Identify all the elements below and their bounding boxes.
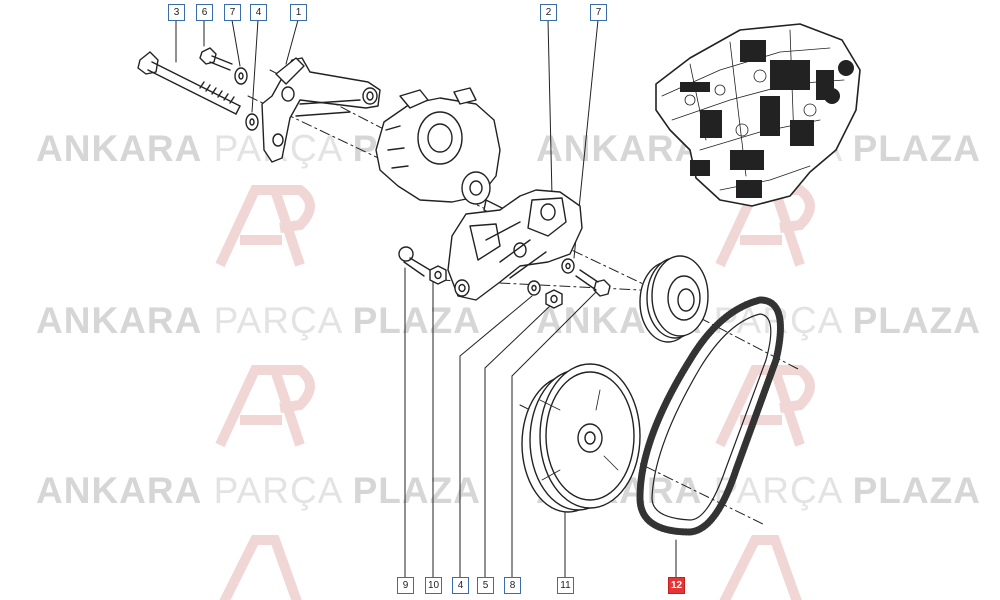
rear-bracket [261, 57, 381, 163]
pump-pulley [639, 255, 709, 343]
bolt-9 [398, 246, 431, 277]
callout-4: 4 [452, 577, 469, 594]
watermark-logo-icon [215, 185, 815, 600]
front-bracket [447, 189, 583, 301]
callout-4: 4 [250, 4, 267, 21]
callout-8: 8 [504, 577, 521, 594]
nut-10 [429, 265, 447, 285]
callout-7: 7 [590, 4, 607, 21]
pump-body [375, 87, 511, 223]
washer-hole [249, 118, 255, 126]
callout-9: 9 [397, 577, 414, 594]
callout-11: 11 [557, 577, 574, 594]
engine-illustration [655, 23, 861, 207]
nut-5 [545, 289, 563, 309]
washer [245, 113, 259, 131]
washer-7 [561, 258, 575, 274]
callout-2: 2 [540, 4, 557, 21]
callout-7: 7 [224, 4, 241, 21]
callout-3: 3 [168, 4, 185, 21]
callout-1: 1 [290, 4, 307, 21]
callout-6: 6 [196, 4, 213, 21]
callout-5: 5 [477, 577, 494, 594]
washer-4 [527, 280, 541, 296]
washer [234, 67, 248, 85]
washer-hole [238, 72, 244, 80]
long-bolt [137, 51, 241, 115]
crank-pulley [521, 363, 641, 513]
small-bolt [199, 47, 233, 71]
drive-belt [636, 296, 784, 536]
callout-10: 10 [425, 577, 442, 594]
leader-lines [175, 19, 677, 578]
bolt-8 [575, 269, 611, 297]
callout-12-highlighted: 12 [668, 577, 685, 594]
